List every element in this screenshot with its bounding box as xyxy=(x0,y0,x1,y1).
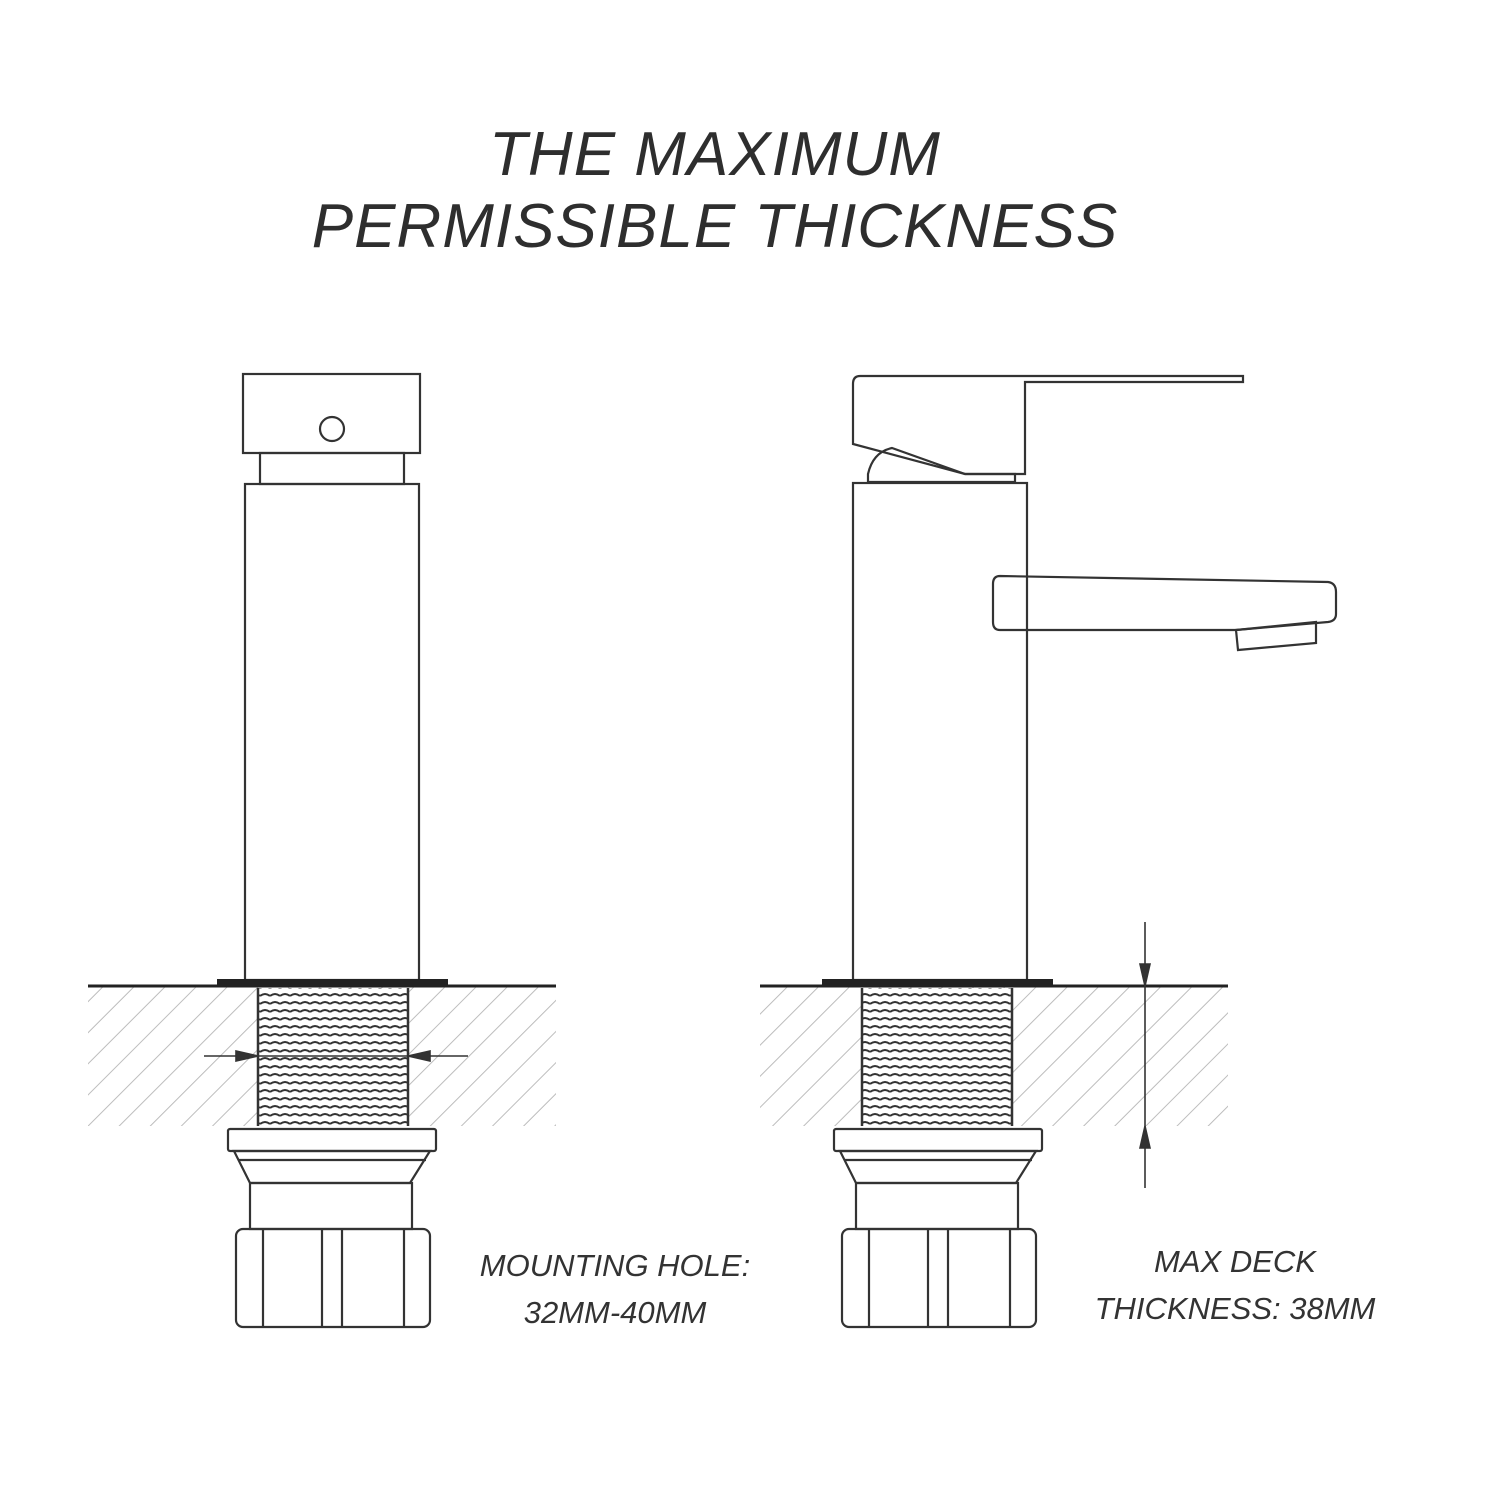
mounting-hole-value: 32MM-40MM xyxy=(523,1295,707,1330)
right-nut-assembly xyxy=(832,1127,1044,1329)
left-counter xyxy=(88,979,556,1126)
left-handle-screw-icon xyxy=(318,415,346,443)
mounting-hole-dimension xyxy=(204,1049,468,1063)
left-nut-assembly xyxy=(226,1127,438,1329)
left-faucet xyxy=(241,372,422,982)
right-counter xyxy=(760,979,1228,1126)
right-spout xyxy=(991,574,1338,632)
max-deck-value: THICKNESS: 38MM xyxy=(1094,1291,1376,1326)
title-line-2: PERMISSIBLE THICKNESS xyxy=(311,192,1119,261)
right-cartridge-cap xyxy=(866,446,1017,484)
left-base-plate xyxy=(217,979,448,986)
right-aerator xyxy=(1234,620,1318,652)
right-base-plate xyxy=(822,979,1053,986)
title-line-1: THE MAXIMUM xyxy=(489,120,941,189)
left-body xyxy=(243,482,421,982)
mounting-hole-label: MOUNTING HOLE: xyxy=(479,1248,751,1283)
max-deck-label: MAX DECK xyxy=(1154,1244,1316,1279)
right-faucet xyxy=(851,374,1338,982)
right-lever-handle xyxy=(851,374,1245,476)
left-neck xyxy=(258,451,406,486)
right-body xyxy=(851,481,1029,982)
deck-thickness-dimension xyxy=(1138,922,1152,1188)
